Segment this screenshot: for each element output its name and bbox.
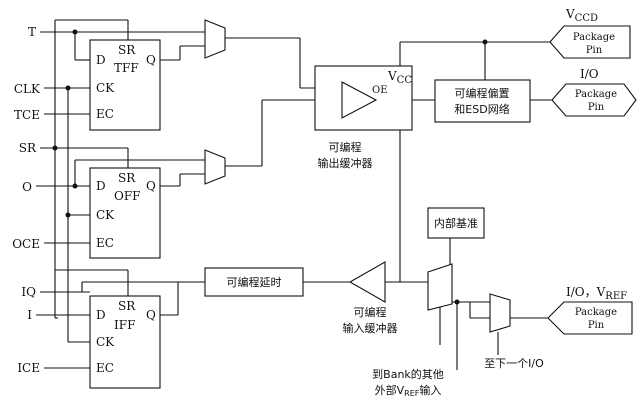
- internal-reference: 内部基准: [427, 207, 485, 239]
- svg-text:I/O: I/O: [580, 67, 599, 81]
- note-bank-line1: 到Bank的其他: [372, 367, 444, 381]
- oe-label: OE: [372, 85, 388, 96]
- note-bank-line2: 外部VREF输入: [375, 383, 442, 398]
- svg-text:Pin: Pin: [588, 102, 605, 113]
- svg-text:D: D: [96, 308, 106, 322]
- mux-vref: [489, 293, 511, 333]
- svg-text:可编程偏置: 可编程偏置: [455, 86, 510, 100]
- svg-text:EC: EC: [96, 107, 114, 121]
- svg-text:Q: Q: [146, 53, 156, 67]
- input-label-o: O: [22, 180, 32, 194]
- output-buffer: OE VCC 可编程 输出缓冲器: [314, 65, 413, 170]
- pin-vccd: VCCD Package Pin: [549, 7, 631, 59]
- bias-esd-network: 可编程偏置 和ESD网络: [434, 79, 531, 123]
- svg-text:SR: SR: [118, 43, 136, 57]
- svg-text:输入缓冲器: 输入缓冲器: [343, 321, 398, 335]
- svg-text:Pin: Pin: [588, 320, 605, 331]
- svg-text:Pin: Pin: [586, 45, 603, 56]
- flipflop-off: D SR OFF Q CK EC: [89, 167, 161, 259]
- svg-text:可编程延时: 可编程延时: [227, 275, 282, 289]
- svg-text:Package: Package: [575, 307, 617, 318]
- svg-text:D: D: [96, 179, 106, 193]
- input-label-ice: ICE: [17, 361, 40, 375]
- output-buffer-triangle: [341, 81, 378, 119]
- svg-text:VCC: VCC: [387, 69, 412, 86]
- pin-io: I/O Package Pin: [551, 67, 637, 117]
- svg-text:Q: Q: [146, 179, 156, 193]
- input-buffer-triangle: [348, 261, 386, 303]
- output-buffer-caption-2: 输出缓冲器: [318, 156, 373, 170]
- svg-text:TFF: TFF: [114, 61, 139, 75]
- pin-io-vref: I/O，VREF Package Pin: [547, 285, 633, 335]
- note-next-io: 至下一个I/O: [484, 357, 544, 370]
- svg-text:EC: EC: [96, 361, 114, 375]
- svg-text:IFF: IFF: [114, 318, 135, 332]
- input-label-oce: OCE: [12, 237, 40, 251]
- input-buffer: 可编程 输入缓冲器: [343, 261, 398, 335]
- output-buffer-caption-1: 可编程: [329, 140, 362, 154]
- mux-output: [204, 149, 226, 185]
- input-label-iq: IQ: [21, 285, 36, 299]
- svg-text:I/O，VREF: I/O，VREF: [566, 285, 627, 302]
- svg-text:Package: Package: [575, 89, 617, 100]
- svg-text:和ESD网络: 和ESD网络: [454, 102, 509, 116]
- svg-text:Package: Package: [573, 32, 615, 43]
- mux-input-ref: [427, 263, 453, 311]
- input-label-i: I: [27, 308, 32, 322]
- svg-text:可编程: 可编程: [354, 305, 387, 319]
- svg-text:D: D: [96, 53, 106, 67]
- flipflop-tff: D SR TFF Q CK EC: [89, 39, 161, 131]
- svg-text:OFF: OFF: [114, 189, 141, 203]
- svg-text:内部基准: 内部基准: [434, 216, 478, 230]
- svg-text:CK: CK: [96, 208, 115, 222]
- flipflop-iff: D SR IFF Q CK EC: [89, 295, 161, 389]
- input-label-t: T: [28, 25, 36, 39]
- input-label-tce: TCE: [14, 108, 40, 122]
- svg-text:VCCD: VCCD: [565, 7, 598, 24]
- svg-text:EC: EC: [96, 236, 114, 250]
- mux-tristate: [204, 19, 226, 59]
- svg-text:CK: CK: [96, 335, 115, 349]
- programmable-delay: 可编程延时: [204, 267, 304, 297]
- input-label-clk: CLK: [14, 82, 41, 96]
- svg-text:Q: Q: [146, 308, 156, 322]
- svg-text:SR: SR: [118, 171, 136, 185]
- svg-text:CK: CK: [96, 81, 115, 95]
- svg-text:SR: SR: [118, 299, 136, 313]
- input-label-sr: SR: [19, 141, 37, 155]
